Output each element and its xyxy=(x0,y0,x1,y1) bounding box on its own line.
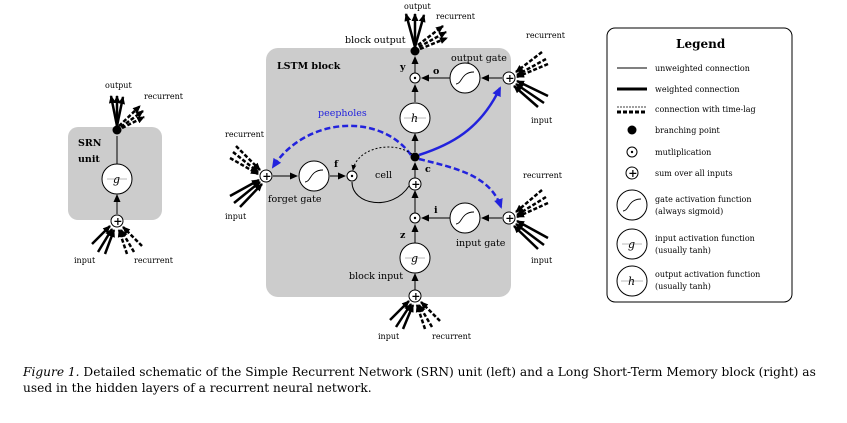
block-output-label: block output xyxy=(345,35,406,46)
output-branch-point-icon xyxy=(410,46,420,56)
legend-item-8a: input activation function xyxy=(655,234,755,243)
svg-text:+: + xyxy=(505,212,514,225)
c-label: c xyxy=(425,164,431,175)
fg-input-label: input xyxy=(225,212,247,221)
sum-icon xyxy=(110,214,124,228)
svg-text:+: + xyxy=(262,170,271,183)
legend-item-4: branching point xyxy=(655,126,721,135)
caption-text: Detailed schematic of the Simple Recurre… xyxy=(23,365,816,395)
lstm-block: LSTM block output recurrent block output… xyxy=(225,2,566,341)
output-gate-sum-icon xyxy=(502,71,516,85)
legend-item-3: connection with time-lag xyxy=(655,105,756,114)
svg-text:g: g xyxy=(411,252,418,265)
svg-text:+: + xyxy=(628,167,637,180)
srn-input-label: input xyxy=(74,256,96,265)
bottom-input-label: input xyxy=(378,332,400,341)
figure-caption: Figure 1. Detailed schematic of the Simp… xyxy=(23,364,833,396)
svg-text:g: g xyxy=(628,238,635,251)
svg-text:h: h xyxy=(411,112,418,125)
branch-point-icon xyxy=(112,125,122,135)
peephole-forget-arrow xyxy=(271,124,413,169)
cell-branch-point-icon xyxy=(410,152,420,162)
ig-recurrent-label: recurrent xyxy=(523,171,563,180)
legend-item-7a: gate activation function xyxy=(655,195,751,204)
legend-item-8b: (usually tanh) xyxy=(655,246,711,255)
legend-item-2: weighted connection xyxy=(655,85,740,94)
figure-label: Figure 1. xyxy=(23,365,80,379)
lstm-title: LSTM block xyxy=(277,61,341,72)
srn-output-label: output xyxy=(105,81,132,90)
svg-text:+: + xyxy=(411,290,420,303)
lstm-recurrent-top-label: recurrent xyxy=(436,12,476,21)
legend-box xyxy=(606,27,793,303)
block-input-label: block input xyxy=(349,271,403,282)
input-gate-label: input gate xyxy=(456,238,506,249)
fg-recurrent-label: recurrent xyxy=(225,130,265,139)
og-recurrent-label: recurrent xyxy=(526,31,566,40)
output-gate-sigma-icon xyxy=(449,62,481,94)
svg-text:h: h xyxy=(628,275,635,288)
input-gate-sigma-icon xyxy=(449,202,481,234)
cell-label: cell xyxy=(375,170,392,181)
legend-item-7b: (always sigmoid) xyxy=(655,207,723,216)
srn-recurrent-top-label: recurrent xyxy=(144,92,184,101)
srn-recurrent-bottom-label: recurrent xyxy=(134,256,174,265)
legend-item-1: unweighted connection xyxy=(655,64,750,73)
peephole-input-arrow xyxy=(418,157,503,209)
svg-text:+: + xyxy=(505,72,514,85)
legend-sigma-icon xyxy=(616,189,648,221)
svg-text:g: g xyxy=(113,173,120,186)
bottom-recurrent-label: recurrent xyxy=(432,332,472,341)
forget-gate-sigma-icon xyxy=(298,160,330,192)
srn-unit: SRN unit input recurrent + g output recu… xyxy=(68,81,184,265)
output-gate-label: output gate xyxy=(451,53,507,64)
legend-branch-point-icon xyxy=(627,125,637,135)
svg-text:+: + xyxy=(411,178,420,191)
y-label: y xyxy=(399,62,406,73)
forget-gate-sum-icon xyxy=(259,169,273,183)
o-label: o xyxy=(433,66,439,77)
og-input-label: input xyxy=(531,116,553,125)
legend-item-9b: (usually tanh) xyxy=(655,282,711,291)
srn-title-1: SRN xyxy=(78,138,102,149)
svg-text:+: + xyxy=(113,215,122,228)
f-label: f xyxy=(334,159,339,170)
legend-title: Legend xyxy=(676,37,726,51)
lstm-output-label: output xyxy=(404,2,431,11)
ig-input-label: input xyxy=(531,256,553,265)
legend: Legend unweighted connection weighted co… xyxy=(606,27,793,303)
lstm-block-box xyxy=(266,48,511,297)
peepholes-label: peepholes xyxy=(318,108,367,119)
peephole-output-arrow xyxy=(418,86,502,157)
z-label: z xyxy=(400,230,406,241)
i-label: i xyxy=(434,205,438,216)
lstm-srn-diagram: SRN unit input recurrent + g output recu… xyxy=(68,2,793,341)
forget-gate-label: forget gate xyxy=(268,194,322,205)
legend-item-6: sum over all inputs xyxy=(655,169,733,178)
block-input-sum-icon xyxy=(408,289,422,303)
legend-item-9a: output activation function xyxy=(655,270,760,279)
legend-sum-icon xyxy=(625,166,639,180)
input-gate-sum-icon xyxy=(502,211,516,225)
legend-item-5: mutliplication xyxy=(655,148,711,157)
srn-title-2: unit xyxy=(78,154,100,165)
